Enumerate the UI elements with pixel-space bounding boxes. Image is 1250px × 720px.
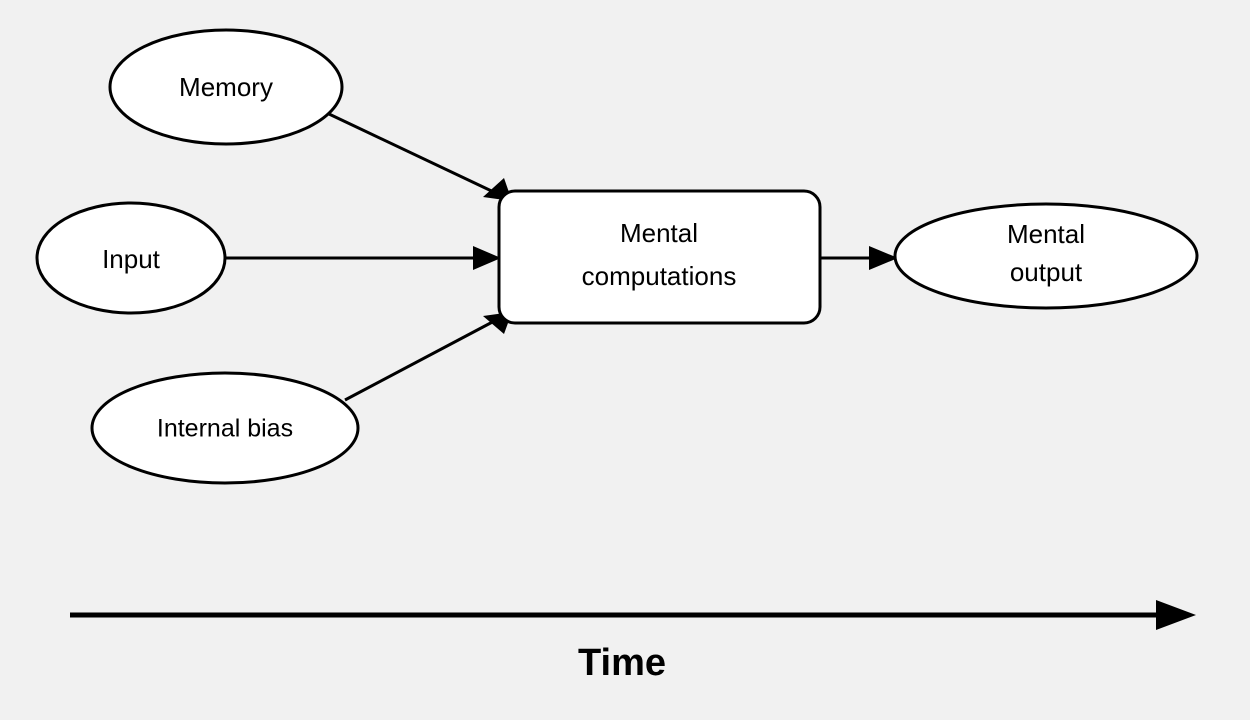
node-mental-computations[interactable]: Mental computations: [497, 189, 822, 325]
mental-output-label-line2: output: [1010, 257, 1083, 287]
node-mental-output[interactable]: Mental output: [893, 202, 1199, 310]
arrowhead-input: [473, 246, 501, 270]
input-label: Input: [102, 244, 161, 274]
node-input[interactable]: Input: [35, 201, 227, 315]
arrowhead-output: [869, 246, 898, 270]
edge-line-memory: [328, 112, 501, 197]
memory-label: Memory: [179, 72, 273, 102]
mental-output-label-line1: Mental: [1007, 219, 1085, 249]
mental-output-ellipse[interactable]: [893, 202, 1199, 310]
internal-bias-label: Internal bias: [157, 415, 293, 443]
time-axis: Time: [70, 600, 1196, 684]
mental-computations-label-line2: computations: [582, 261, 737, 291]
edge-memory-to-computations: [328, 112, 512, 201]
node-internal-bias[interactable]: Internal bias: [90, 371, 360, 485]
time-axis-label: Time: [578, 642, 666, 684]
mental-computations-label-line1: Mental: [620, 218, 698, 248]
time-axis-arrowhead-icon: [1156, 600, 1196, 630]
node-memory[interactable]: Memory: [108, 28, 344, 146]
edge-line-internalbias: [344, 316, 501, 402]
mental-computations-box[interactable]: [497, 189, 822, 325]
edge-computations-to-output: [820, 246, 898, 270]
input-ellipse[interactable]: [35, 201, 227, 315]
internal-bias-ellipse[interactable]: [90, 371, 360, 485]
edge-internalbias-to-computations: [344, 312, 512, 402]
memory-ellipse[interactable]: [108, 28, 344, 146]
edge-input-to-computations: [226, 246, 501, 270]
